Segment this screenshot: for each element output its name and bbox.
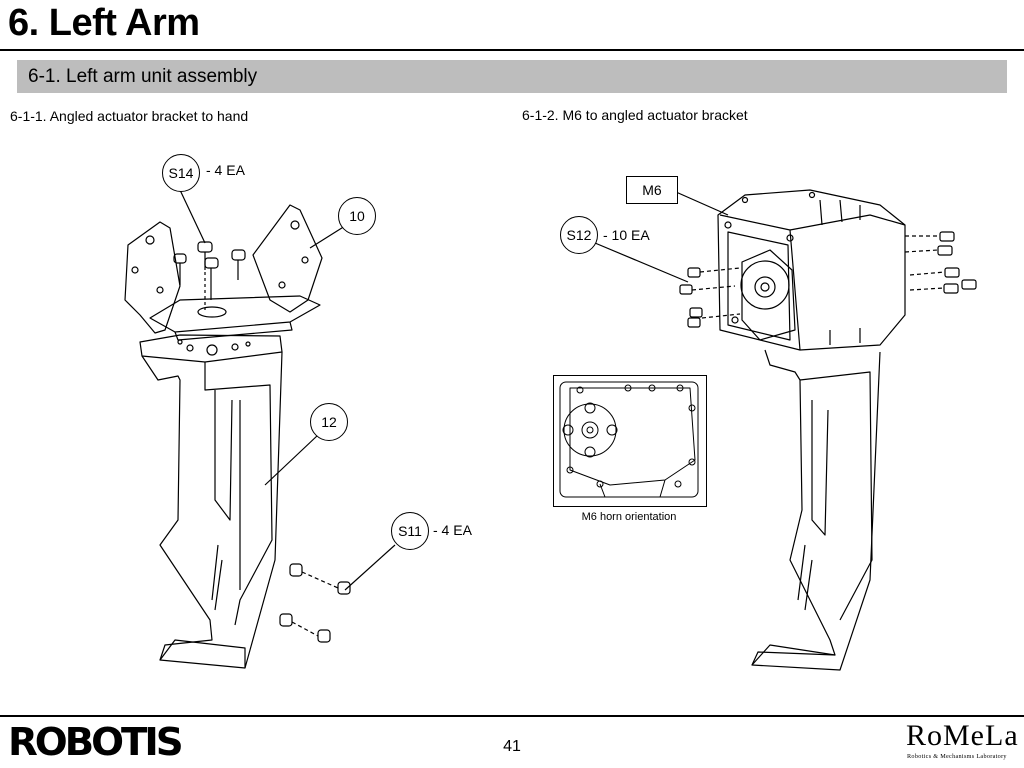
- romela-logo-subtitle: Robotics & Mechanisms Laboratory: [907, 753, 1007, 760]
- quantity-s12: - 10 EA: [603, 227, 650, 243]
- angled-bracket-2-drawing: [751, 349, 881, 671]
- robotis-logo: ROBOTIS: [8, 720, 184, 764]
- m6-label: M6: [626, 176, 678, 204]
- step-title-2: 6-1-2. M6 to angled actuator bracket: [522, 107, 748, 123]
- section-title: 6-1. Left arm unit assembly: [28, 66, 258, 87]
- quantity-s11: - 4 EA: [433, 522, 472, 538]
- angled-bracket-drawing: [124, 204, 323, 341]
- horn-orientation-inset-drawing: [559, 381, 699, 498]
- romela-logo: RoMeLa Robotics & Mechanisms Laboratory: [906, 719, 1018, 765]
- page-title: 6. Left Arm: [8, 2, 200, 44]
- quantity-s14: - 4 EA: [206, 162, 245, 178]
- callout-s11: S11: [391, 512, 429, 550]
- hand-drawing: [139, 334, 283, 669]
- footer-divider: [0, 715, 1024, 717]
- step-title-1: 6-1-1. Angled actuator bracket to hand: [10, 108, 249, 124]
- callout-part-10: 10: [338, 197, 376, 235]
- inset-caption: M6 horn orientation: [581, 511, 677, 523]
- s14-screws-drawing: [173, 241, 246, 310]
- s11-screws-drawing: [279, 563, 351, 643]
- inset-frame: [553, 375, 707, 507]
- servo-m6-drawing: [717, 189, 906, 351]
- romela-logo-text: RoMeLa: [906, 719, 1019, 752]
- page-number: 41: [503, 738, 521, 755]
- callout-s12: S12: [560, 216, 598, 254]
- header-divider: [0, 49, 1024, 51]
- s12-screws-drawing: [679, 231, 977, 328]
- callout-s14: S14: [162, 154, 200, 192]
- callout-part-12: 12: [310, 403, 348, 441]
- section-bar: [17, 60, 1007, 93]
